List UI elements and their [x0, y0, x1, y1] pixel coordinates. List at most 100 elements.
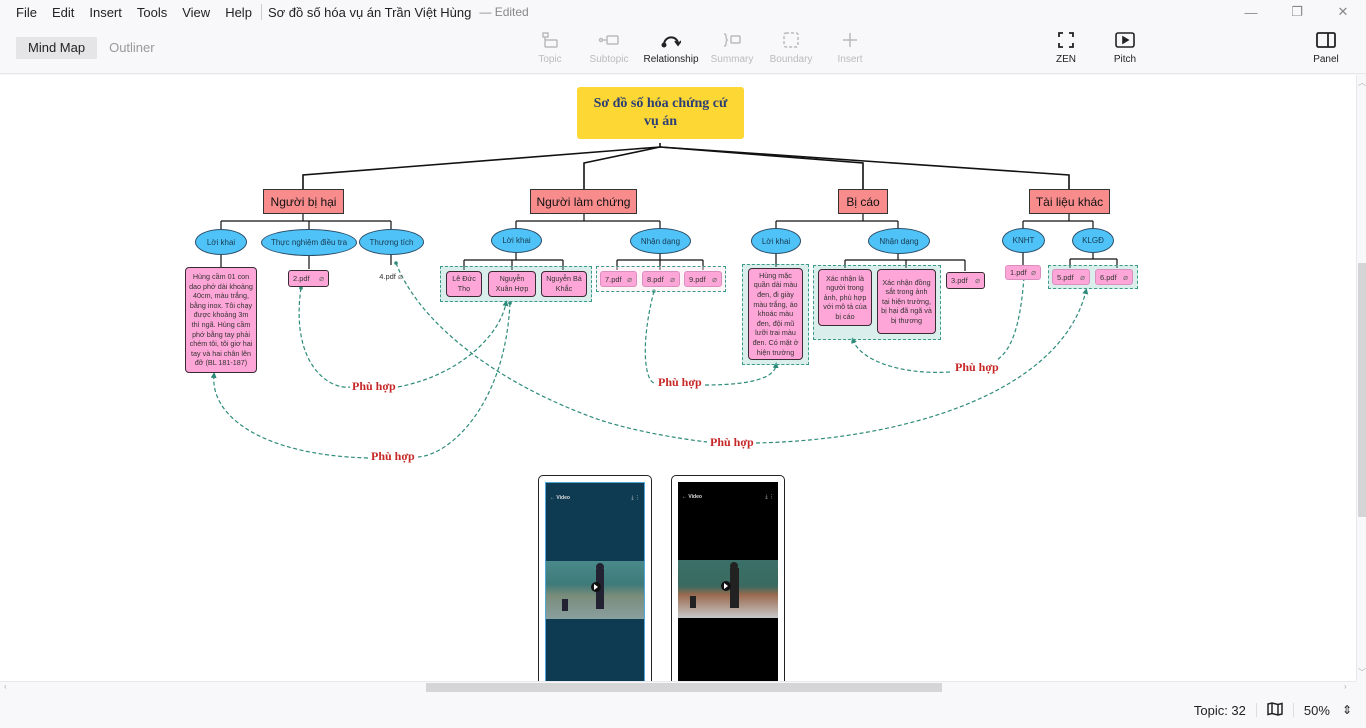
topic-icon — [541, 30, 559, 50]
relationship-curve — [298, 286, 351, 388]
main-topic-bi-cao[interactable]: Bị cáo — [838, 189, 888, 214]
subtopic-nhan-dang[interactable]: Nhận dạng — [630, 228, 691, 254]
paperclip-icon: ⌀ — [975, 276, 980, 285]
file-name: 3.pdf — [951, 276, 968, 285]
topic-count: Topic: 32 — [1193, 702, 1246, 718]
topic-label: Topic — [538, 54, 562, 65]
file-attachment[interactable]: 5.pdf⌀ — [1052, 269, 1090, 285]
leaf-identification[interactable]: Xác nhận đồng sắt trong ảnh tại hiện trư… — [877, 269, 936, 334]
menu-file[interactable]: File — [16, 4, 37, 20]
video-image[interactable]: ← Video ⤓ ⋮ — [671, 475, 785, 681]
relationship-label[interactable]: Phù hợp — [709, 435, 755, 450]
file-attachment[interactable]: 3.pdf ⌀ — [946, 272, 985, 289]
paperclip-icon: ⌀ — [319, 274, 324, 283]
file-attachment[interactable]: 1.pdf ⌀ — [1005, 265, 1041, 280]
leaf-identification[interactable]: Xác nhận là người trong ảnh, phù hợp với… — [818, 269, 872, 326]
root-topic[interactable]: Sơ đồ số hóa chứng cứ vụ án — [577, 87, 744, 139]
subtopic-knht[interactable]: KNHT — [1002, 228, 1045, 253]
minimize-icon: — — [1244, 4, 1258, 20]
insert-button[interactable]: Insert — [820, 30, 880, 65]
relationship-curve — [644, 289, 656, 384]
relationship-icon — [661, 30, 681, 50]
subtopic-icon — [598, 30, 620, 50]
subtopic-klgd[interactable]: KLGĐ — [1072, 228, 1114, 253]
leaf-text: Xác nhận đồng sắt trong ảnh tại hiện trư… — [881, 277, 932, 325]
summary-button[interactable]: Summary — [702, 30, 762, 65]
subtopic-label: KLGĐ — [1082, 236, 1104, 245]
minimize-button[interactable]: — — [1228, 0, 1274, 24]
file-attachment[interactable]: 8.pdf⌀ — [642, 271, 680, 287]
leaf-witness[interactable]: Lê Đức Thọ — [446, 271, 482, 297]
tab-outliner[interactable]: Outliner — [109, 40, 155, 55]
horizontal-scrollbar[interactable]: ‹ › — [0, 681, 1356, 692]
summary-icon — [722, 30, 742, 50]
close-button[interactable]: ✕ — [1320, 0, 1366, 24]
download-icon: ⤓ — [765, 494, 768, 500]
horizontal-scroll-thumb[interactable] — [426, 683, 942, 692]
plus-icon — [842, 30, 858, 50]
file-attachment[interactable]: 4.pdf ⌀ — [374, 269, 408, 283]
status-bar: Topic: 32 50% ⇕ — [0, 692, 1366, 728]
relationship-label[interactable]: Phù hợp — [351, 379, 397, 394]
panel-button[interactable]: Panel — [1296, 30, 1356, 65]
restore-icon: ❐ — [1291, 4, 1303, 19]
subtopic-thuc-nghiem[interactable]: Thực nghiệm điều tra — [261, 229, 357, 256]
restore-button[interactable]: ❐ — [1274, 0, 1320, 24]
zoom-level[interactable]: 50% — [1303, 702, 1330, 718]
file-attachment[interactable]: 7.pdf⌀ — [600, 271, 637, 287]
boundary-icon — [782, 30, 800, 50]
vertical-scroll-thumb[interactable] — [1358, 263, 1366, 517]
scroll-left-icon[interactable]: ‹ — [4, 682, 7, 691]
menu-help[interactable]: Help — [225, 4, 252, 20]
leaf-witness[interactable]: Nguyễn Xuân Hợp — [488, 271, 536, 297]
file-name: 8.pdf — [647, 274, 664, 284]
leaf-witness[interactable]: Nguyễn Bá Khắc — [541, 271, 587, 297]
boundary-button[interactable]: Boundary — [761, 30, 821, 65]
main-topic-nguoi-lam-chung[interactable]: Người làm chứng — [530, 189, 637, 214]
leaf-victim-statement[interactable]: Hùng cầm 01 con dao phớ dài khoảng 40cm,… — [185, 267, 257, 373]
zoom-stepper-icon[interactable]: ⇕ — [1341, 703, 1352, 717]
pitch-button[interactable]: Pitch — [1095, 30, 1155, 65]
boundary-label: Boundary — [769, 54, 813, 65]
subtopic-thuong-tich[interactable]: Thương tích — [359, 229, 424, 255]
subtopic-loi-khai[interactable]: Lời khai — [751, 228, 801, 254]
back-arrow-icon: ← — [682, 494, 687, 500]
file-name: 1.pdf — [1010, 268, 1027, 277]
map-view-button[interactable] — [1267, 701, 1283, 719]
topic-button[interactable]: Topic — [520, 30, 580, 65]
paperclip-icon: ⌀ — [1031, 268, 1036, 277]
scroll-right-icon[interactable]: › — [1344, 682, 1347, 691]
subtopic-nhan-dang[interactable]: Nhận dạng — [868, 228, 930, 254]
relationship-label[interactable]: Phù hợp — [954, 360, 1000, 375]
subtopic-label: Nhận dạng — [879, 236, 919, 246]
main-topic-nguoi-bi-hai[interactable]: Người bị hại — [263, 189, 344, 214]
file-attachment[interactable]: 9.pdf⌀ — [684, 271, 722, 287]
menu-tools[interactable]: Tools — [136, 4, 168, 20]
subtopic-loi-khai[interactable]: Lời khai — [195, 229, 247, 255]
subtopic-loi-khai[interactable]: Lời khai — [491, 228, 542, 253]
file-attachment[interactable]: 6.pdf⌀ — [1095, 269, 1133, 285]
menu-edit[interactable]: Edit — [51, 4, 75, 20]
file-attachment[interactable]: 2.pdf⌀ — [288, 270, 329, 287]
menu-view[interactable]: View — [182, 4, 211, 20]
relationship-label[interactable]: Phù hợp — [370, 449, 416, 464]
scroll-up-icon[interactable]: ︿ — [1358, 78, 1366, 87]
insert-label: Insert — [837, 54, 863, 65]
tab-mind-map[interactable]: Mind Map — [16, 37, 98, 59]
relationship-label[interactable]: Phù hợp — [657, 375, 703, 390]
main-topic-tai-lieu-khac[interactable]: Tài liệu khác — [1029, 189, 1110, 214]
zen-button[interactable]: ZEN — [1036, 30, 1096, 65]
video-image[interactable]: ← Video ⤓ ⋮ — [538, 475, 652, 681]
subtopic-button[interactable]: Subtopic — [579, 30, 639, 65]
menu-insert[interactable]: Insert — [89, 4, 122, 20]
relationship-curve — [704, 362, 779, 386]
mind-map-canvas[interactable]: Sơ đồ số hóa chứng cứ vụ án Người bị hại… — [0, 75, 1356, 681]
summary-label: Summary — [710, 54, 754, 65]
relationship-button[interactable]: Relationship — [641, 30, 701, 65]
paperclip-icon: ⌀ — [627, 274, 632, 284]
vertical-scrollbar[interactable]: ︿ ﹀ — [1356, 75, 1366, 681]
scroll-down-icon[interactable]: ﹀ — [1358, 668, 1366, 677]
relationship-curve — [210, 372, 369, 459]
leaf-defendant-statement[interactable]: Hùng mặc quần dài màu đen, đi giày màu t… — [748, 268, 803, 360]
